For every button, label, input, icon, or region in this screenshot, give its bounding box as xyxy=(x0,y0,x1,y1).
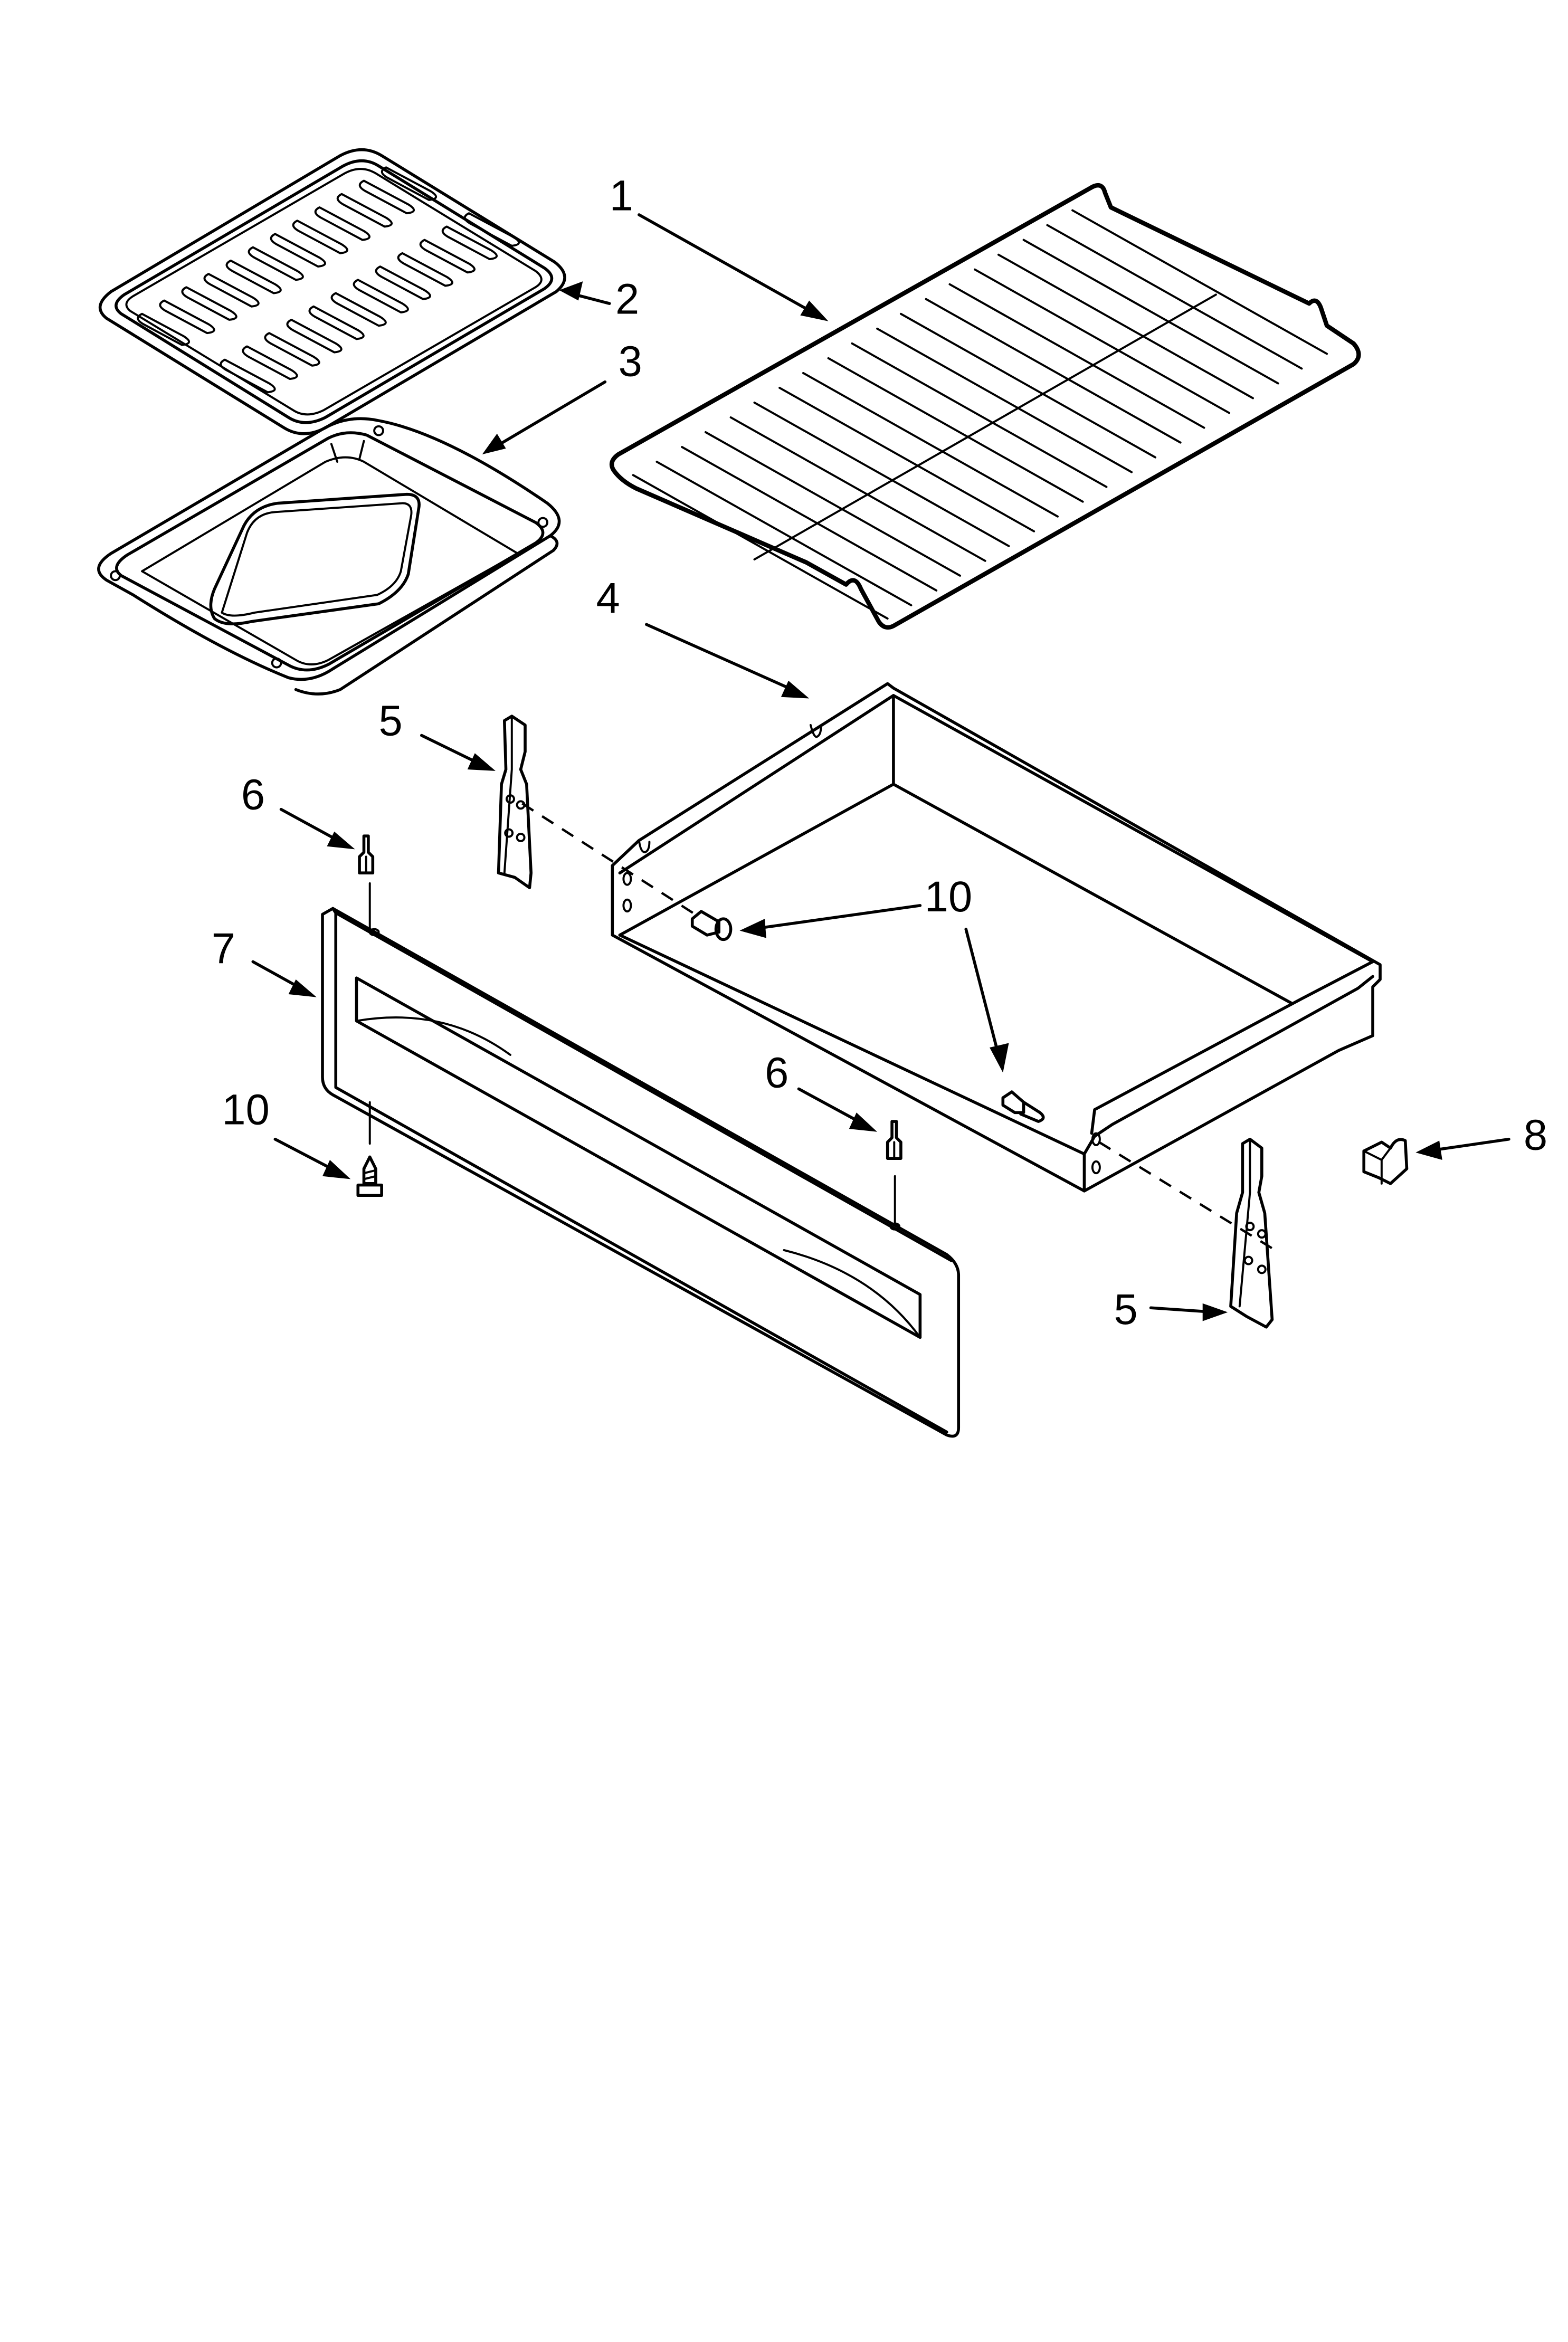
screw-drawer-left[interactable] xyxy=(690,910,733,941)
oven-rack[interactable] xyxy=(609,183,1361,630)
drawer-slide-right[interactable] xyxy=(1229,1137,1274,1329)
callout-3: 3 xyxy=(619,337,642,385)
screw-drawer-right[interactable] xyxy=(1001,1090,1045,1123)
drawer-body[interactable] xyxy=(611,682,1382,1193)
broiler-pan[interactable] xyxy=(97,417,561,696)
drawer-stop-clip[interactable] xyxy=(1362,1138,1409,1185)
drawer-slide-left[interactable] xyxy=(497,715,533,890)
callout-6-right: 6 xyxy=(765,1049,788,1097)
callout-10-panel: 10 xyxy=(222,1086,269,1134)
callout-7: 7 xyxy=(212,925,235,973)
assembly-line-right xyxy=(1098,1141,1276,1251)
callout-5-right: 5 xyxy=(1114,1286,1138,1334)
callout-labels: 1 2 3 4 5 5 6 6 7 8 10 10 xyxy=(212,172,1547,1334)
callout-1: 1 xyxy=(610,172,633,220)
assembly-line-left xyxy=(521,802,696,916)
drawer-front-panel[interactable] xyxy=(321,907,961,1438)
callout-6-left: 6 xyxy=(241,771,265,819)
callout-8: 8 xyxy=(1524,1111,1547,1159)
callout-10-drawer: 10 xyxy=(925,873,972,921)
panel-stud-left[interactable] xyxy=(358,834,375,930)
callout-4: 4 xyxy=(596,574,620,622)
screw-panel[interactable] xyxy=(356,1101,383,1197)
callout-5-left: 5 xyxy=(379,697,403,745)
leader-lines xyxy=(251,213,1510,1321)
panel-stud-right[interactable] xyxy=(886,1120,902,1223)
callout-2: 2 xyxy=(615,275,639,323)
broiler-grid[interactable] xyxy=(98,148,566,435)
